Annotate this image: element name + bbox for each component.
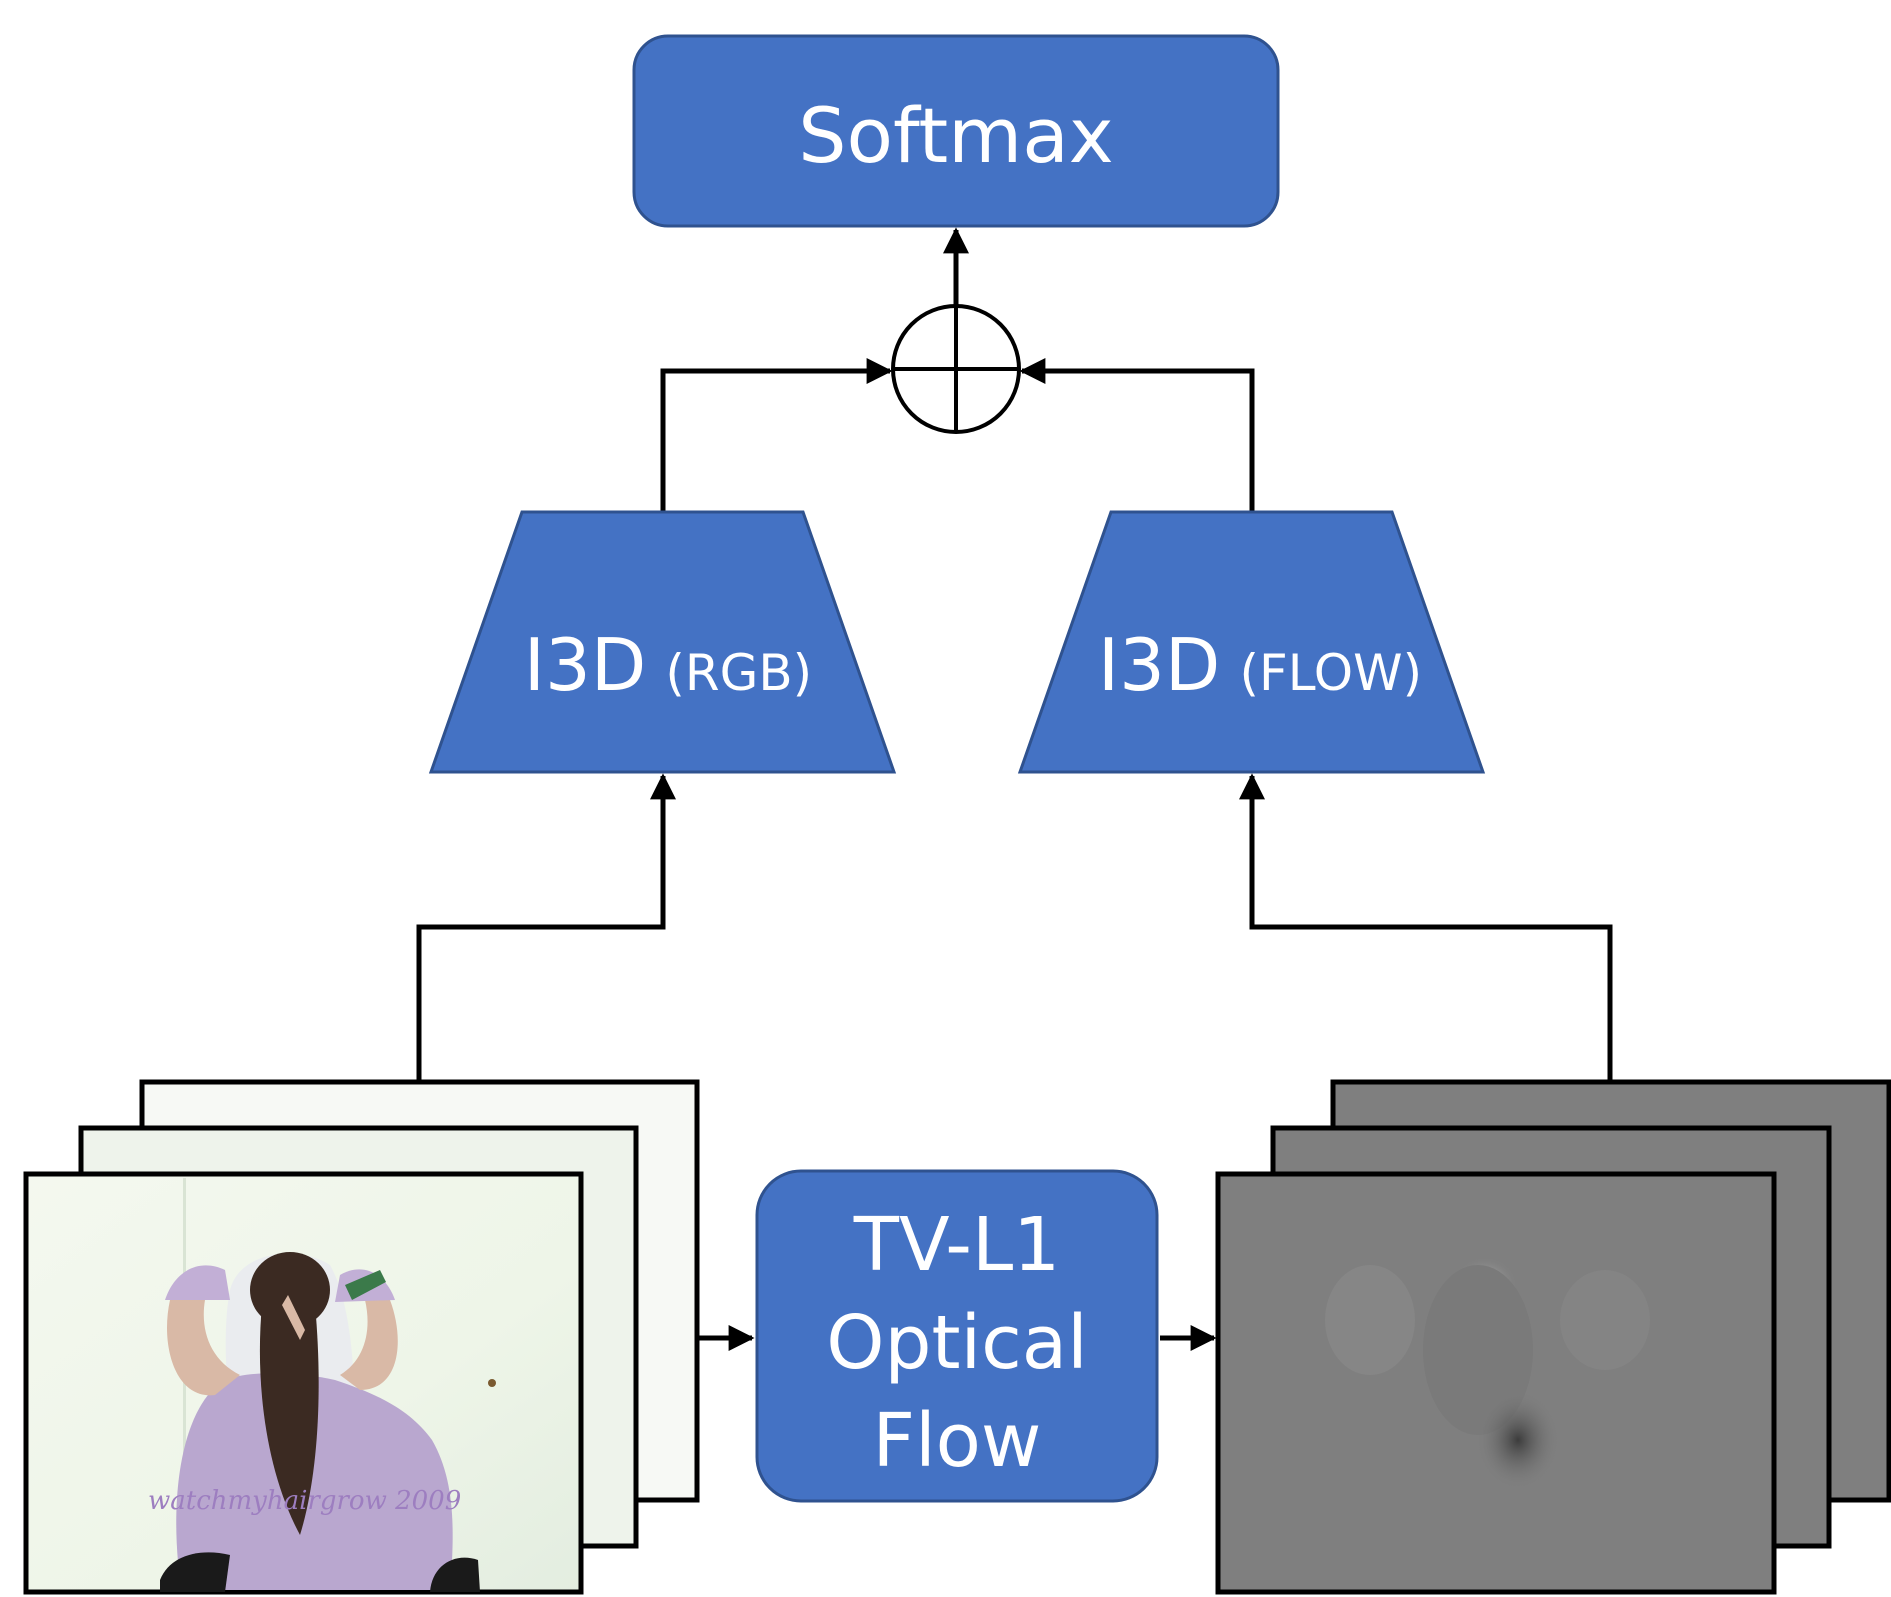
i3d-rgb-name: I3D: [524, 623, 646, 707]
flow-frame-front: [1215, 1171, 1777, 1595]
tvl1-label-line1: TV-L1: [853, 1202, 1061, 1288]
tvl1-label-line2: Optical: [826, 1300, 1087, 1386]
arrow-flow-to-sum: [1019, 358, 1255, 512]
softmax-block: Softmax: [632, 34, 1280, 228]
i3d-rgb-trapezoid: [428, 510, 897, 774]
arrow-flowframes-to-flow: [1239, 773, 1613, 1082]
flow-illustration: [1325, 1257, 1650, 1490]
i3d-rgb-label: I3D (RGB): [524, 623, 812, 707]
person-illustration: [160, 1178, 496, 1592]
rgb-frame-stack: watchmyhairgrow 2009: [23, 1079, 700, 1595]
flow-frame-stack: [1215, 1079, 1891, 1595]
i3d-flow-block: I3D (FLOW): [1017, 510, 1486, 774]
arrow-rgb-to-sum: [660, 358, 893, 512]
softmax-box: [632, 34, 1280, 228]
softmax-label: Softmax: [798, 91, 1114, 180]
sum-node: [891, 304, 1021, 434]
tvl1-block: TV-L1 Optical Flow: [755, 1169, 1159, 1503]
i3d-rgb-suffix: (RGB): [665, 644, 812, 702]
i3d-flow-label: I3D (FLOW): [1098, 623, 1422, 707]
rgb-frame-watermark: watchmyhairgrow 2009: [148, 1486, 461, 1516]
arrow-frames-to-rgb: [416, 773, 676, 1082]
tvl1-box: [755, 1169, 1159, 1503]
i3d-flow-suffix: (FLOW): [1239, 644, 1422, 702]
tvl1-label-line3: Flow: [873, 1398, 1042, 1484]
rgb-frame-front: watchmyhairgrow 2009: [23, 1171, 584, 1595]
i3d-flow-trapezoid: [1017, 510, 1486, 774]
i3d-rgb-block: I3D (RGB): [428, 510, 897, 774]
i3d-flow-name: I3D: [1098, 623, 1220, 707]
connectors: [416, 227, 1613, 1351]
